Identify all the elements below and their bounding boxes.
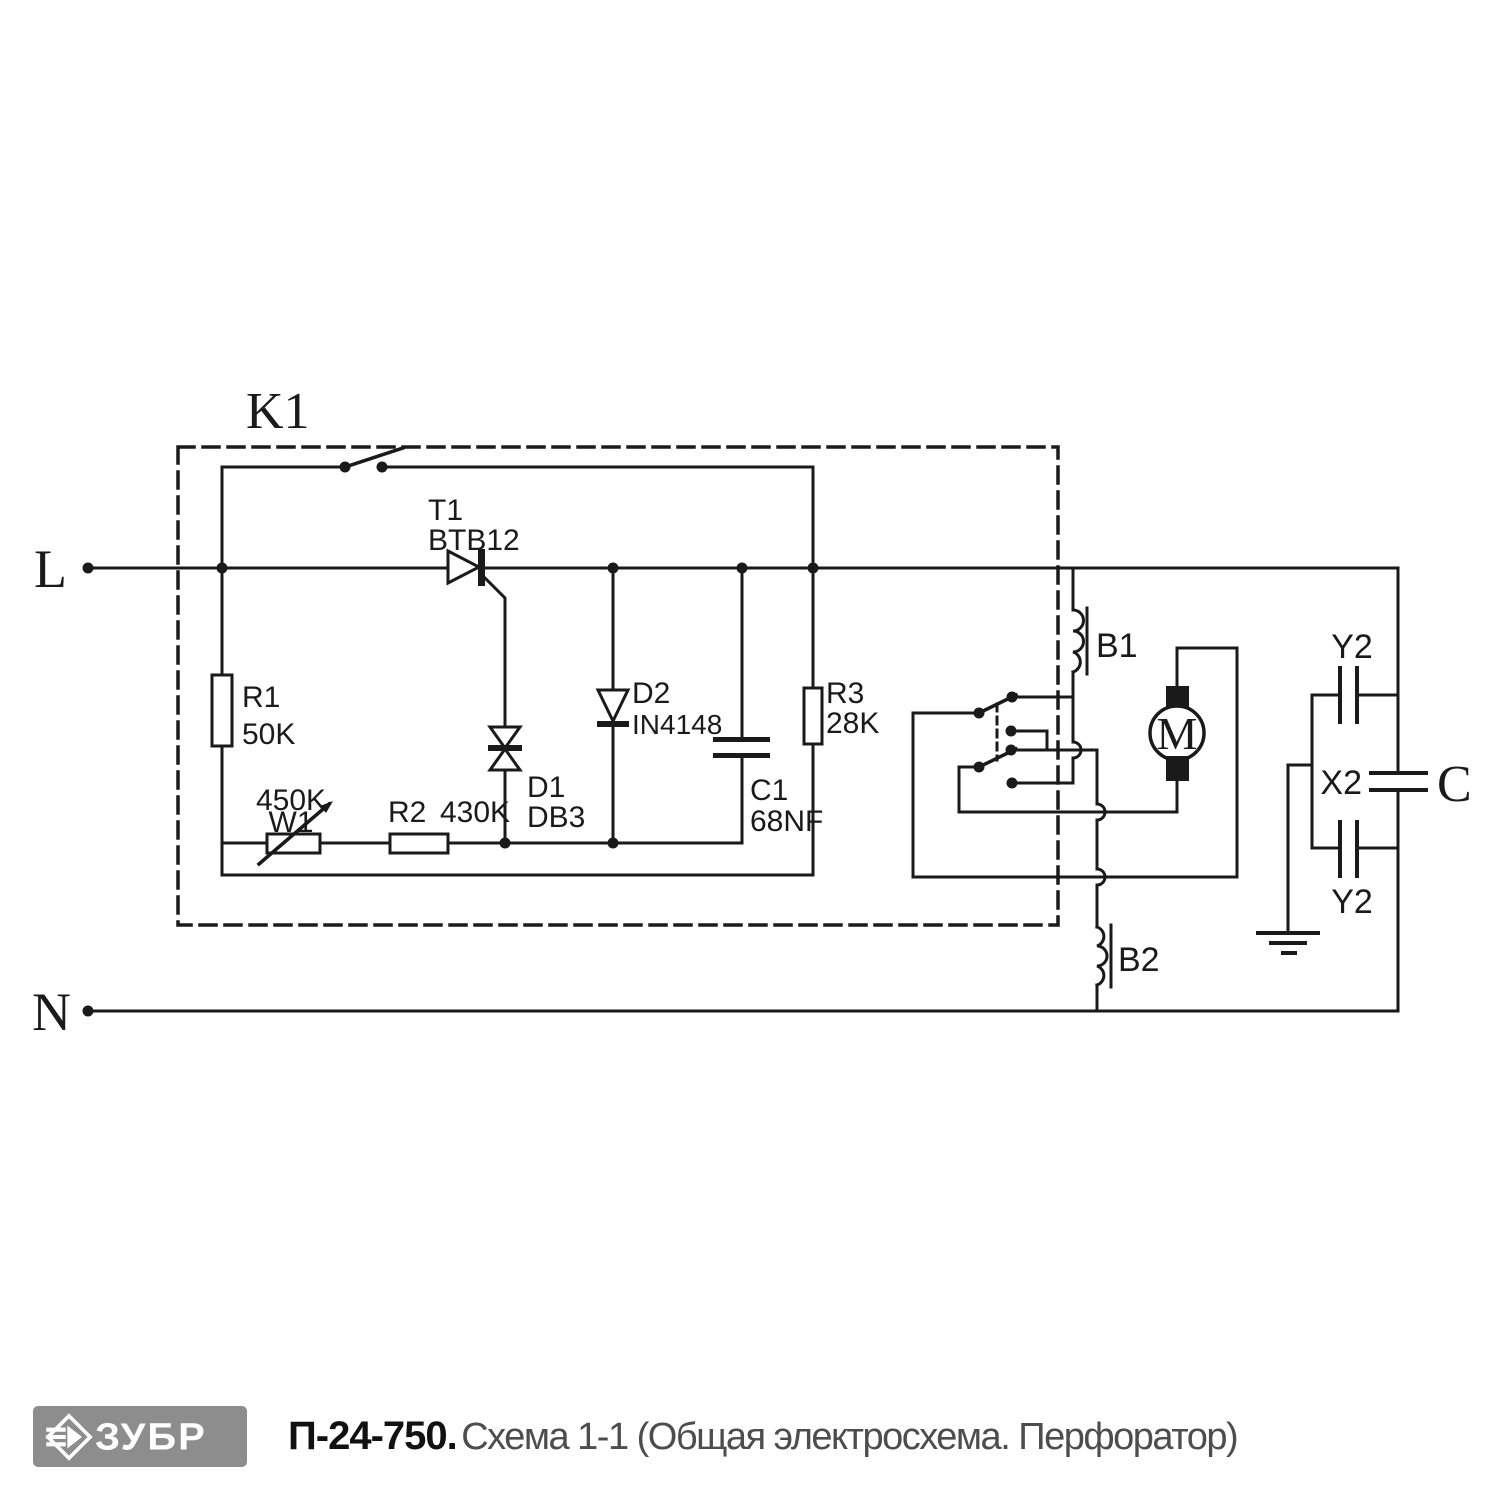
w1-value-label: 450K	[256, 784, 326, 817]
k1-module-label: K1	[246, 383, 310, 440]
circuit-schematic: K1 L N R1 50K R3 28K	[32, 383, 1472, 1042]
brand-name: ЗУБР	[95, 1415, 207, 1458]
potentiometer-w1-symbol	[220, 801, 333, 867]
inductor-b2-symbol	[1095, 748, 1113, 1013]
d2-value-label: IN4148	[632, 709, 722, 740]
capacitor-y2-bottom-symbol	[1310, 820, 1400, 878]
resistor-r1-symbol	[210, 465, 234, 877]
r3-ref-label: R3	[826, 677, 864, 710]
r2-value-label: 430K	[440, 796, 510, 829]
r1-value-label: 50K	[242, 718, 295, 751]
diode-d2-symbol	[595, 566, 631, 849]
c1-ref-label: C1	[750, 774, 788, 807]
x2-designator-label: C	[1437, 756, 1472, 813]
k1-module-border	[176, 445, 1060, 927]
diac-d1-symbol	[487, 725, 523, 849]
zubr-arrow-icon	[45, 1412, 93, 1461]
d1-ref-label: D1	[527, 771, 565, 804]
t1-value-label: BTB12	[428, 524, 520, 557]
schematic-title: П-24-750. Схема 1-1 (Общая электросхема.…	[288, 1414, 1239, 1459]
r1-ref-label: R1	[242, 681, 280, 714]
l-terminal-label: L	[34, 539, 67, 599]
d2-ref-label: D2	[632, 677, 670, 710]
n-rail	[82, 1005, 1400, 1017]
capacitor-x2-symbol	[1369, 771, 1428, 792]
motor-symbol	[1148, 646, 1239, 879]
capacitor-c1-symbol	[713, 566, 770, 845]
n-terminal-label: N	[32, 982, 71, 1042]
resistor-r2-symbol	[318, 832, 744, 855]
resistor-r3-symbol	[802, 465, 824, 877]
b2-ref-label: B2	[1118, 941, 1160, 979]
brand-logo: ЗУБР	[33, 1406, 247, 1467]
motor-label: M	[1157, 708, 1198, 759]
r3-value-label: 28K	[826, 707, 879, 740]
t1-ref-label: T1	[428, 494, 463, 527]
capacitor-y2-top-symbol	[1310, 666, 1400, 724]
b1-ref-label: B1	[1096, 627, 1138, 665]
triac-t1-symbol	[446, 548, 507, 729]
model-number: П-24-750.	[288, 1414, 458, 1458]
x2-label: X2	[1320, 764, 1362, 802]
l-rail	[82, 562, 1400, 574]
schematic-caption: Схема 1-1 (Общая электросхема. Перфорато…	[461, 1416, 1238, 1458]
y2-bottom-label: Y2	[1331, 883, 1373, 921]
earth-ground-icon	[1256, 693, 1320, 955]
r2-ref-label: R2	[388, 796, 426, 829]
d1-value-label: DB3	[527, 801, 585, 834]
footer: ЗУБР П-24-750. Схема 1-1 (Общая электрос…	[0, 1398, 1500, 1478]
c1-value-label: 68NF	[750, 805, 823, 838]
w1-ref-label: W1	[269, 806, 314, 839]
inductor-b1-symbol	[1071, 566, 1089, 699]
reversing-switch	[911, 691, 1239, 879]
y2-top-label: Y2	[1331, 628, 1373, 666]
trigger-switch-symbol	[220, 445, 815, 473]
